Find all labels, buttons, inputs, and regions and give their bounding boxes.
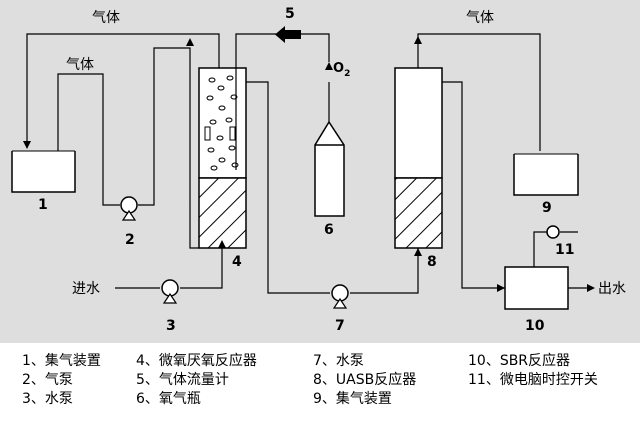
label-3: 3 — [166, 318, 176, 334]
timer-switch-11 — [546, 225, 560, 239]
label-4: 4 — [232, 254, 242, 270]
gas-label-left: 气体 — [92, 10, 120, 26]
legend-item: 11、微电脑时控开关 — [468, 372, 598, 388]
gas-label-mid: 气体 — [66, 57, 94, 73]
arrow-up-uasb — [414, 248, 422, 256]
legend-item: 1、集气装置 — [22, 353, 101, 369]
legend-item: 7、水泵 — [313, 353, 364, 369]
label-11: 11 — [555, 242, 574, 258]
gas-label-right: 气体 — [466, 10, 494, 26]
outlet-label: 出水 — [598, 281, 626, 297]
diffuser-left — [204, 126, 211, 141]
legend: 1、集气装置 2、气泵 3、水泵 4、微氧厌氧反应器 5、气体流量计 6、氧气瓶… — [0, 343, 640, 421]
gas-flowmeter-5 — [275, 26, 301, 43]
flow-arrows — [23, 36, 595, 292]
air-pump-2 — [120, 196, 138, 221]
legend-item: 9、集气装置 — [313, 391, 392, 407]
oxygen-cylinder-6 — [314, 120, 345, 217]
label-9: 9 — [542, 200, 552, 216]
label-5: 5 — [285, 6, 295, 22]
uasb-reactor-8 — [394, 67, 443, 249]
arrow-up-reactor-4-gas — [186, 38, 194, 46]
gas-collector-9 — [513, 153, 579, 196]
water-pump-3 — [161, 279, 179, 304]
gas-collector-1 — [11, 150, 76, 193]
arrow-up-uasb-gas — [414, 36, 422, 44]
legend-item: 5、气体流量计 — [136, 372, 229, 388]
arrow-right-sbr — [497, 284, 505, 292]
o2-label: O2 — [333, 61, 350, 79]
water-pump-7 — [331, 284, 349, 309]
label-8: 8 — [427, 254, 437, 270]
label-10: 10 — [525, 318, 545, 334]
label-2: 2 — [125, 232, 135, 248]
arrow-down-collector-1 — [23, 141, 31, 149]
legend-item: 6、氧气瓶 — [136, 391, 201, 407]
inlet-label: 进水 — [72, 281, 100, 297]
arrow-right-outlet — [587, 284, 595, 292]
legend-item: 4、微氧厌氧反应器 — [136, 353, 257, 369]
legend-item: 10、SBR反应器 — [468, 353, 571, 369]
legend-item: 8、UASB反应器 — [313, 372, 417, 388]
label-7: 7 — [335, 318, 345, 334]
arrow-up-o2 — [325, 62, 333, 70]
arrow-up-reactor-4 — [218, 240, 226, 248]
label-1: 1 — [38, 197, 48, 213]
label-6: 6 — [324, 222, 334, 238]
sbr-reactor-10 — [504, 266, 569, 310]
diffuser-right — [229, 126, 236, 141]
micro-aerobic-reactor-4 — [198, 67, 247, 249]
legend-item: 2、气泵 — [22, 372, 73, 388]
process-flow-diagram: 气体 气体 气体 O2 进水 出水 1 2 3 4 5 6 7 8 9 10 1… — [0, 0, 640, 343]
legend-item: 3、水泵 — [22, 391, 73, 407]
